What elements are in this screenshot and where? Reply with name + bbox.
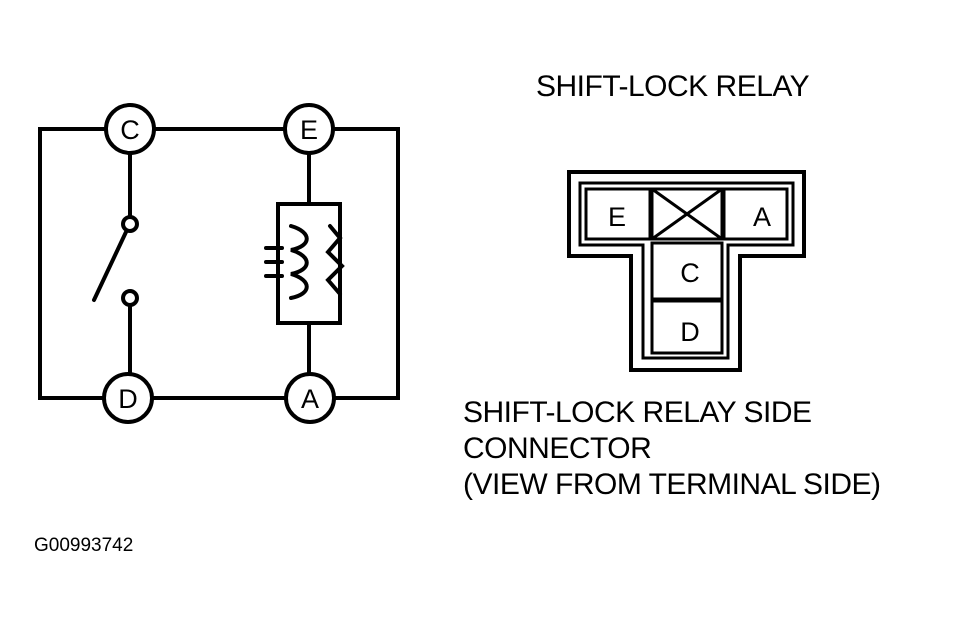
- cell-c-label: C: [680, 258, 700, 288]
- cell-x-diag-2: [651, 187, 723, 241]
- coil-resistor: [325, 224, 345, 296]
- connector-caption-line-2: CONNECTOR: [463, 432, 652, 465]
- connector-inner-outline: [578, 181, 795, 360]
- wire-e-right: [330, 127, 400, 400]
- coil-housing: [276, 202, 342, 325]
- connector-caption-line-3: (VIEW FROM TERMINAL SIDE): [463, 468, 881, 501]
- switch-contact-top: [121, 215, 139, 233]
- connector-caption-line-1: SHIFT-LOCK RELAY SIDE: [463, 396, 812, 429]
- cell-a: [722, 187, 789, 241]
- relay-title: SHIFT-LOCK RELAY: [536, 70, 810, 103]
- switch-blade: [92, 230, 128, 302]
- terminal-a-label: A: [301, 384, 319, 414]
- connector-outline: [567, 170, 806, 372]
- cell-a-label: A: [753, 202, 771, 232]
- terminal-e-label: E: [300, 115, 318, 145]
- connector-face: [567, 170, 806, 372]
- cell-e: [584, 187, 652, 241]
- wire-top: [38, 127, 108, 400]
- terminal-c: C: [104, 103, 156, 155]
- cell-c: [650, 241, 724, 301]
- coil-winding: [289, 224, 309, 300]
- terminal-d-label: D: [118, 384, 138, 414]
- terminal-c-label: C: [120, 115, 140, 145]
- cell-d-label: D: [680, 317, 700, 347]
- connector-caption: SHIFT-LOCK RELAY SIDE CONNECTOR (VIEW FR…: [463, 395, 881, 503]
- terminal-d: D: [102, 372, 154, 424]
- terminal-a: A: [284, 372, 336, 424]
- figure-id: G00993742: [34, 535, 134, 556]
- cell-d: [650, 299, 724, 355]
- cell-x: [650, 187, 724, 241]
- terminal-e: E: [283, 103, 335, 155]
- switch-contact-bottom: [121, 289, 139, 307]
- relay-schematic: [38, 127, 400, 400]
- cell-e-label: E: [608, 202, 626, 232]
